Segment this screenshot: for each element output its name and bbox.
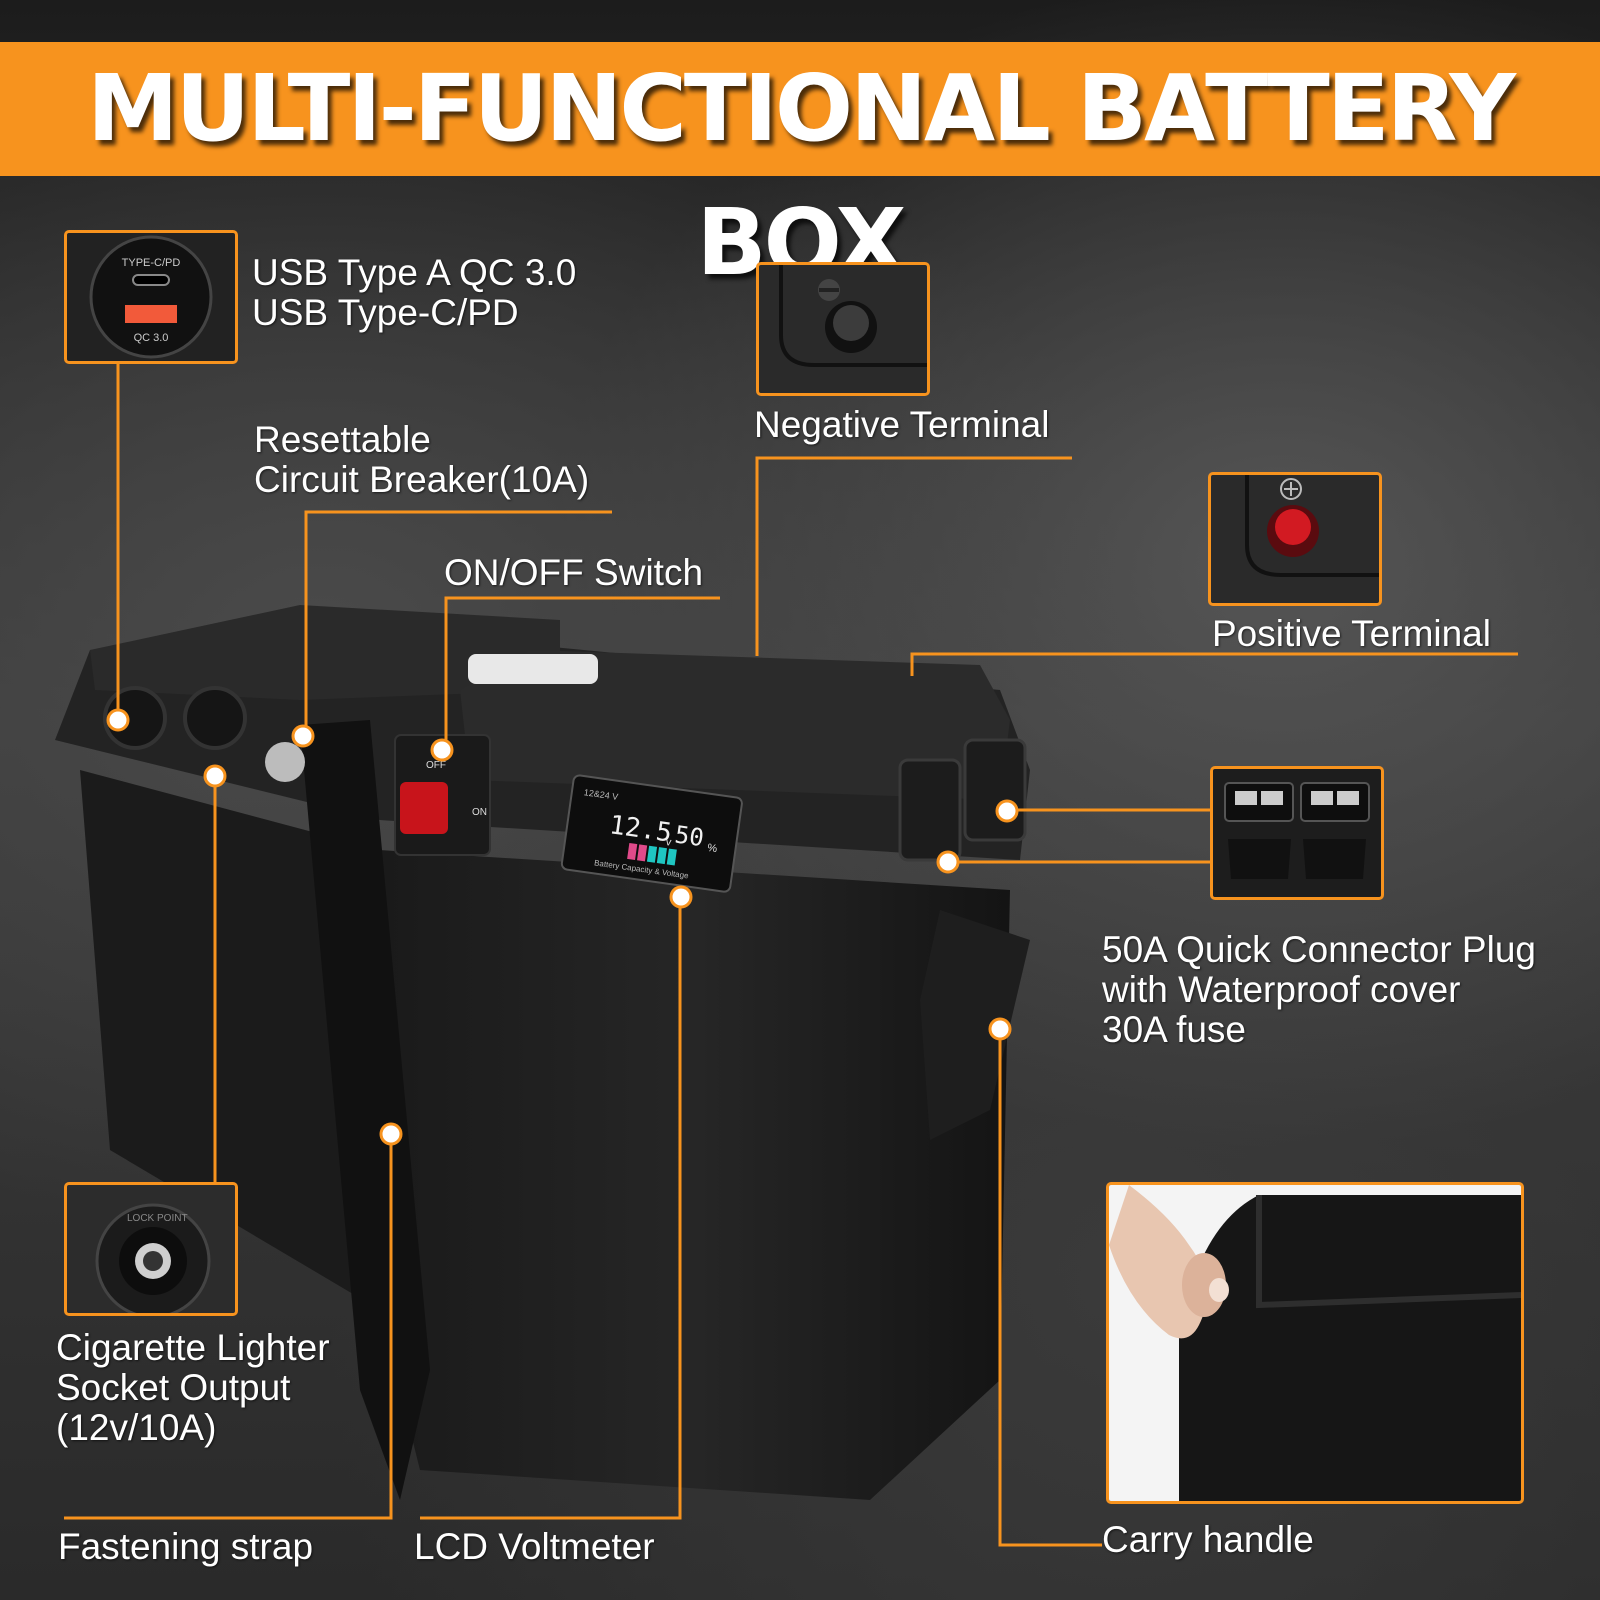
lcd-leader (420, 897, 682, 1520)
fastening-label: Fastening strap (58, 1526, 314, 1567)
connector-marker-dot-2 (936, 850, 960, 874)
fastening-strap-graphic (300, 720, 430, 1500)
connector-marker-dot-1 (995, 799, 1019, 823)
cigarette-marker-dot (203, 764, 227, 788)
carry-marker-dot (988, 1017, 1012, 1041)
fastening-leader (64, 1134, 393, 1520)
carry-handle-graphic (920, 910, 1030, 1140)
connector-label-line3: 30A fuse (1102, 1009, 1247, 1050)
negative-label: Negative Terminal (754, 404, 1050, 445)
switch-marker-dot (430, 738, 454, 762)
breaker-button-graphic (265, 742, 305, 782)
breaker-label-line2: Circuit Breaker(10A) (254, 459, 590, 500)
terminal-icon (1245, 475, 1379, 577)
connector-icon (1224, 782, 1370, 879)
connector-label-line2: with Waterproof cover (1102, 969, 1461, 1010)
switch-off-text: OFF (426, 760, 446, 771)
positive-terminal-inset (1208, 472, 1382, 606)
title-banner (0, 42, 1600, 176)
cigarette-socket-inset: LOCK POINT (64, 1182, 238, 1316)
svg-text:LOCK POINT: LOCK POINT (127, 1213, 188, 1224)
cigarette-label-line3: (12v/10A) (56, 1407, 217, 1448)
svg-text:QC 3.0: QC 3.0 (134, 332, 169, 344)
hand-icon (1109, 1185, 1521, 1501)
terminal-icon (779, 265, 927, 367)
box-side-left (80, 770, 380, 1310)
quick-connector-inset (1210, 766, 1384, 900)
positive-label: Positive Terminal (1212, 613, 1491, 654)
page-title: MULTI-FUNCTIONAL BATTERY BOX (86, 55, 1516, 296)
breaker-label-line1: Resettable (254, 419, 431, 460)
lcd-percent-unit: % (707, 842, 719, 855)
lcd-screen-graphic (560, 774, 743, 893)
carry-handle-inset (1106, 1182, 1524, 1504)
box-front (380, 850, 1010, 1500)
socket-icon: LOCK POINT (95, 1203, 211, 1313)
carry-leader (998, 1030, 1102, 1547)
usb-label-line2: USB Type-C/PD (252, 292, 519, 333)
switch-label: ON/OFF Switch (444, 552, 704, 593)
positive-leader (910, 652, 1518, 676)
usb-port-icon: TYPE-C/PD QC 3.0 (89, 235, 213, 359)
connector-label-line1: 50A Quick Connector Plug (1102, 929, 1536, 970)
breaker-marker-dot (291, 724, 315, 748)
cigarette-label-line2: Socket Output (56, 1367, 291, 1408)
usb-port-inset: TYPE-C/PD QC 3.0 (64, 230, 238, 364)
lid-handle (468, 654, 598, 684)
svg-text:TYPE-C/PD: TYPE-C/PD (122, 257, 181, 269)
negative-terminal-inset (756, 262, 930, 396)
usb-label-line1: USB Type A QC 3.0 (252, 252, 577, 293)
breaker-leader (304, 510, 612, 736)
switch-leader (444, 596, 720, 750)
switch-on-text: ON (472, 807, 487, 818)
carry-label: Carry handle (1102, 1519, 1314, 1560)
lcd-marker-dot (669, 885, 693, 909)
red-switch-graphic (400, 782, 448, 834)
usb-marker-dot (106, 708, 130, 732)
lcd-percent-text: 50 (673, 820, 706, 852)
lcd-range-text: 12&24 V (583, 787, 619, 802)
negative-leader (755, 456, 1072, 656)
lcd-label: LCD Voltmeter (414, 1526, 655, 1567)
lid-left (90, 605, 560, 700)
fastening-marker-dot (379, 1122, 403, 1146)
lid-right (460, 650, 1010, 800)
lcd-volt-unit: v (665, 836, 673, 849)
cigarette-label-line1: Cigarette Lighter (56, 1327, 330, 1368)
